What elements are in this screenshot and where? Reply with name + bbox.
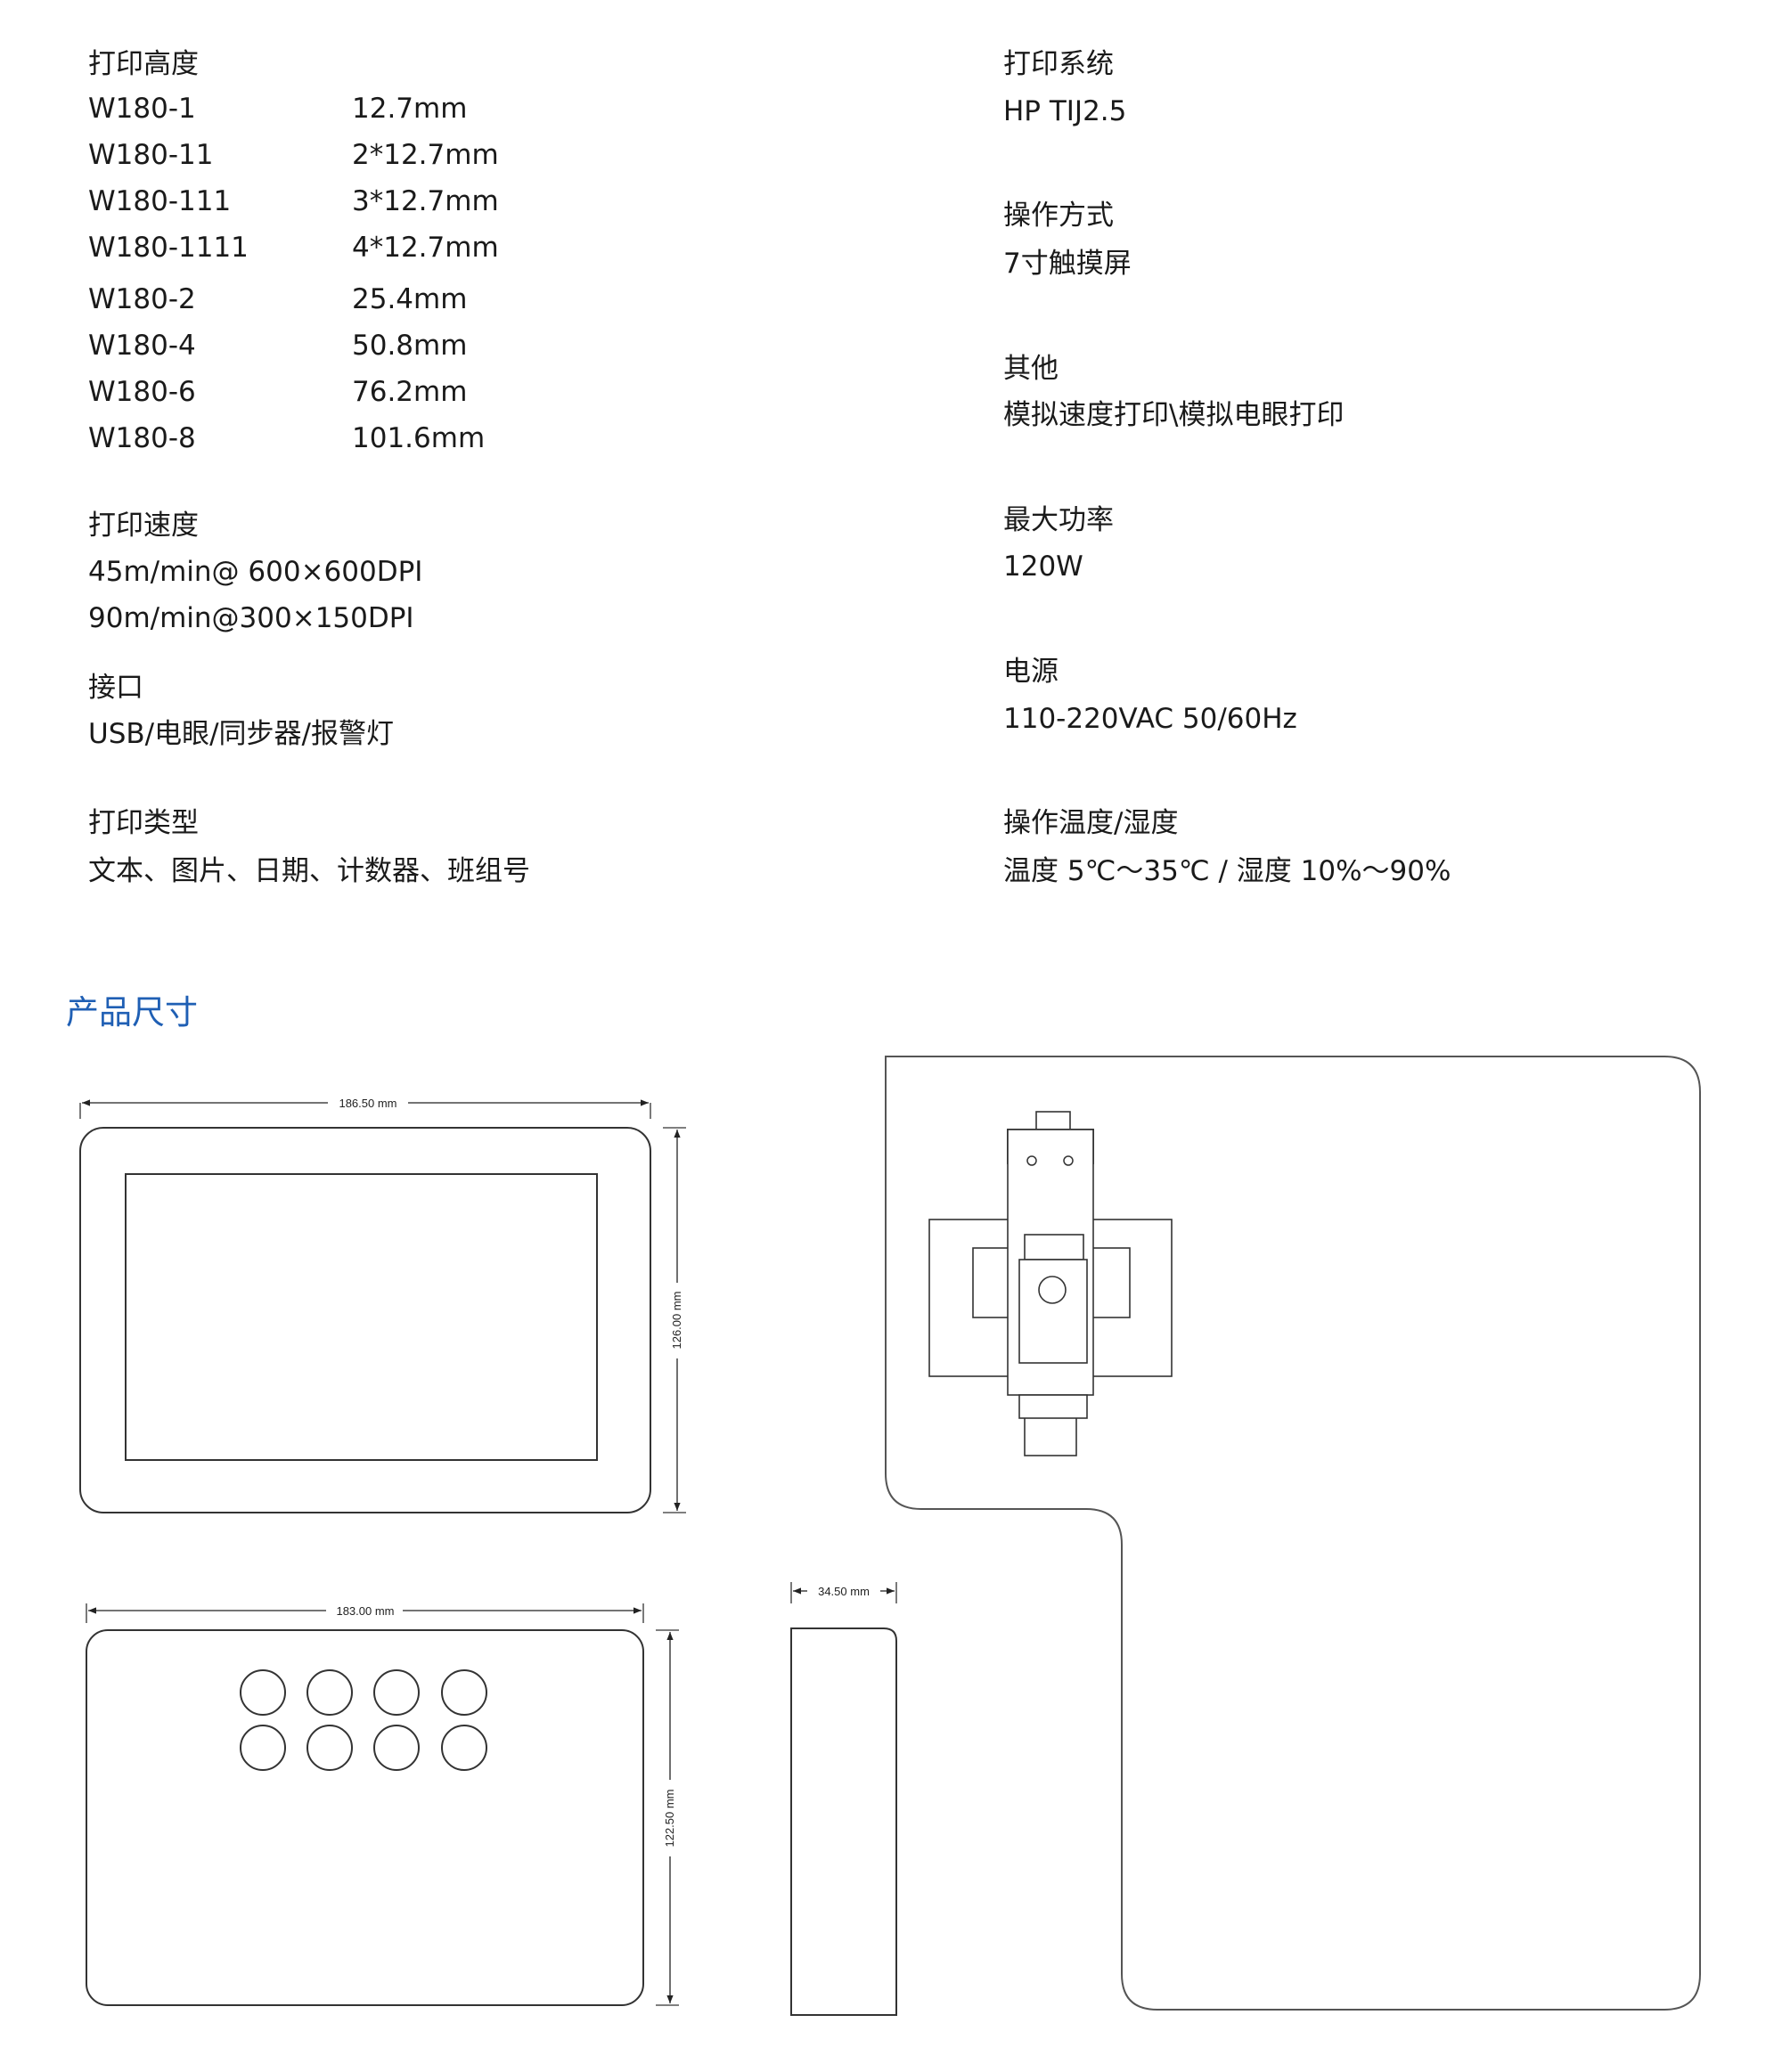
side-view (790, 1627, 897, 2016)
spec-max-power-title: 最大功率 (1003, 504, 1114, 536)
table-row: W180-2 25.4mm (88, 276, 587, 322)
table-row: W180-4 50.8mm (88, 322, 587, 369)
printhead-dots (1026, 1155, 1074, 1166)
model-cell: W180-111 (88, 185, 232, 217)
model-cell: W180-4 (88, 330, 196, 362)
front-view (79, 1127, 651, 1513)
table-row: W180-11 2*12.7mm (88, 132, 587, 178)
spec-print-system-title: 打印系统 (1003, 48, 1114, 80)
value-cell: 2*12.7mm (352, 139, 499, 171)
table-row: W180-6 76.2mm (88, 369, 587, 415)
section-title-dimensions: 产品尺寸 (66, 993, 198, 1032)
front-width-dimension: 186.50 mm (79, 1097, 651, 1119)
spec-print-type-value: 文本、图片、日期、计数器、班组号 (88, 855, 530, 887)
front-height-label: 126.00 mm (670, 1291, 683, 1349)
value-cell: 50.8mm (352, 330, 468, 362)
model-cell: W180-11 (88, 139, 214, 171)
spec-print-speed-line: 45m/min@ 600×600DPI (88, 556, 423, 588)
model-cell: W180-2 (88, 283, 196, 315)
spec-print-type-title: 打印类型 (88, 807, 199, 839)
table-row: W180-1 12.7mm (88, 86, 587, 132)
spec-operation-title: 操作方式 (1003, 200, 1114, 232)
spec-other-title: 其他 (1003, 353, 1059, 385)
spec-power-supply-title: 电源 (1003, 656, 1059, 688)
table-row: W180-111 3*12.7mm (88, 178, 587, 224)
front-height-dimension: 126.00 mm (663, 1127, 686, 1513)
back-height-dimension: 122.50 mm (656, 1629, 679, 2006)
spec-print-system-value: HP TIJ2.5 (1003, 95, 1127, 127)
model-cell: W180-6 (88, 376, 196, 408)
front-width-label: 186.50 mm (339, 1097, 396, 1110)
back-view (86, 1629, 644, 2006)
side-depth-label: 34.50 mm (818, 1585, 870, 1598)
spec-max-power-value: 120W (1003, 551, 1083, 583)
model-cell: W180-1111 (88, 232, 249, 264)
value-cell: 76.2mm (352, 376, 468, 408)
spec-power-supply-value: 110-220VAC 50/60Hz (1003, 703, 1297, 735)
value-cell: 12.7mm (352, 93, 468, 125)
back-width-dimension: 183.00 mm (86, 1603, 644, 1623)
model-cell: W180-1 (88, 93, 196, 125)
spec-print-height-title: 打印高度 (88, 48, 199, 80)
side-depth-dimension: 34.50 mm (790, 1582, 897, 1603)
spec-env-title: 操作温度/湿度 (1003, 807, 1179, 839)
spec-print-speed-title: 打印速度 (88, 510, 199, 542)
spec-print-speed-line: 90m/min@300×150DPI (88, 602, 414, 634)
spec-interface-title: 接口 (88, 672, 143, 704)
value-cell: 101.6mm (352, 422, 486, 454)
spec-interface-value: USB/电眼/同步器/报警灯 (88, 718, 394, 750)
back-height-label: 122.50 mm (663, 1789, 676, 1847)
model-cell: W180-8 (88, 422, 196, 454)
printhead-body (1007, 1129, 1094, 1456)
back-width-label: 183.00 mm (336, 1604, 394, 1618)
value-cell: 3*12.7mm (352, 185, 499, 217)
table-row: W180-1111 4*12.7mm (88, 224, 587, 271)
table-row: W180-8 101.6mm (88, 415, 587, 461)
spec-other-value: 模拟速度打印\模拟电眼打印 (1003, 399, 1345, 431)
configuration-frame (885, 1056, 1701, 2011)
value-cell: 4*12.7mm (352, 232, 499, 264)
spec-env-value: 温度 5℃～35℃ / 湿度 10%～90% (1003, 855, 1451, 887)
value-cell: 25.4mm (352, 283, 468, 315)
spec-operation-value: 7寸触摸屏 (1003, 248, 1132, 280)
